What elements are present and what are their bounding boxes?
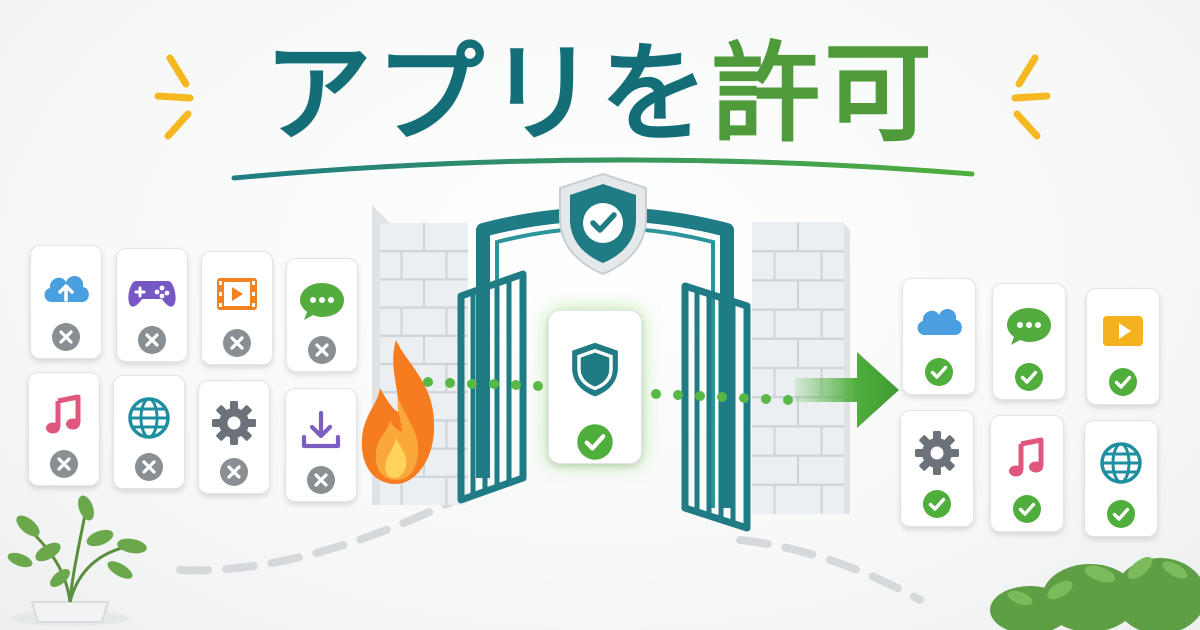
app-tile-video[interactable] [201,251,273,365]
chat-bubble-icon [294,273,350,329]
blocked-x-icon [51,322,81,352]
sparkle-right-icon [1011,54,1051,140]
allowed-check-icon [924,357,954,387]
app-tile-globe[interactable] [1084,420,1158,537]
blocked-x-icon [307,335,337,365]
flow-dots [423,377,793,405]
cloud-upload-icon [38,260,94,316]
allowed-check-icon [1108,367,1138,397]
allowed-check-icon [1014,362,1044,392]
blocked-x-icon [49,449,79,479]
app-tile-download[interactable] [285,388,357,502]
gear-icon [909,425,965,481]
cloud-icon [911,293,967,349]
blocked-x-icon [134,452,164,482]
download-icon [293,403,349,459]
app-tile-cloud-upload[interactable] [30,245,102,359]
arrow-right-icon [795,352,899,428]
app-tile-settings[interactable] [900,410,974,527]
play-icon [1095,303,1151,359]
allowed-check-icon [922,489,952,519]
ground-path [176,496,924,604]
music-note-icon [999,430,1055,486]
app-tile-globe[interactable] [113,375,185,489]
center-app-card[interactable] [548,310,642,464]
app-tile-chat[interactable] [992,283,1066,400]
gamepad-icon [124,263,180,319]
potted-plant [7,495,147,626]
sparkle-left-icon [154,54,194,140]
globe-icon [121,390,177,446]
title-part-2: 許可 [712,32,937,157]
chat-bubble-icon [1001,298,1057,354]
shield-icon [563,337,627,401]
title-underline [231,157,975,181]
title-part-1: アプリを [263,32,712,157]
blocked-x-icon [306,465,336,495]
video-film-icon [209,266,265,322]
fire-icon [361,340,435,484]
app-tile-settings[interactable] [198,380,270,494]
brick-wall-right [752,222,850,514]
gate-door-left [457,270,527,504]
app-tile-chat[interactable] [286,258,358,372]
gear-icon [206,395,262,451]
app-tile-play[interactable] [1086,288,1160,405]
shield-check-icon [559,172,647,276]
gate-door-right [681,282,751,532]
page-title: アプリを許可 [0,30,1200,160]
bush [990,556,1200,630]
music-note-icon [36,387,92,443]
blocked-x-icon [137,325,167,355]
app-tile-cloud[interactable] [902,278,976,395]
blocked-x-icon [222,328,252,358]
globe-icon [1093,435,1149,491]
app-tile-music[interactable] [990,415,1064,532]
allowed-check-icon [1106,499,1136,529]
blocked-x-icon [219,457,249,487]
title-banner: アプリを許可 [0,20,1200,170]
allowed-check-icon [1012,494,1042,524]
allowed-check-icon [576,423,614,461]
app-tile-music[interactable] [28,372,100,486]
app-tile-game[interactable] [116,248,188,362]
